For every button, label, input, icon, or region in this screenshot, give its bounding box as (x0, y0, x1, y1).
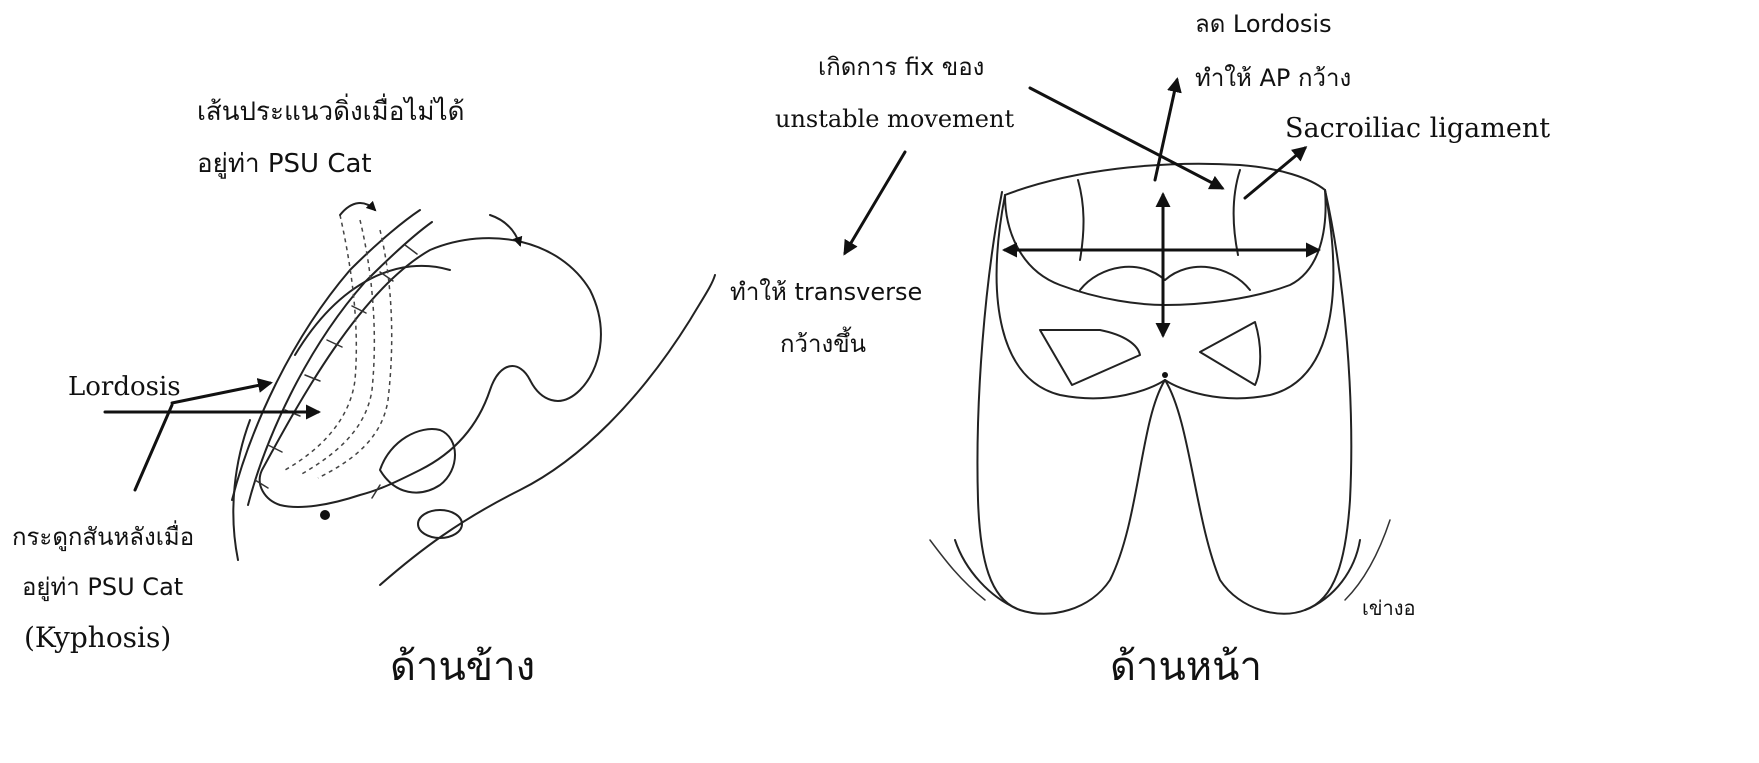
front-view-caption: ด้านหน้า (1110, 644, 1262, 690)
transverse-pointer-arrow (845, 152, 905, 253)
right-leg-outline (1165, 380, 1360, 614)
spine-label-3: (Kyphosis) (24, 621, 171, 654)
obturator-right (1200, 322, 1260, 385)
fix-label-2: unstable movement (775, 105, 1014, 133)
knee-ellipse (418, 510, 462, 538)
dashed-line-label-1: เส้นประแนวดิ่งเมื่อไม่ได้ (197, 93, 465, 127)
tilt-arrow (340, 203, 375, 215)
pelvic-bowl (1005, 190, 1326, 305)
lordosis-label-2: ทำให้ AP กว้าง (1195, 64, 1351, 92)
ilium-curve (380, 429, 455, 493)
ligament-label: Sacroiliac ligament (1285, 113, 1550, 144)
center-point (1162, 372, 1168, 378)
side-view-figure (232, 203, 715, 585)
lordosis-label: Lordosis (68, 372, 181, 402)
spine-label-1: กระดูกสันหลังเมื่อ (12, 520, 194, 552)
dashed-line-label-2: อยู่ท่า PSU Cat (197, 149, 372, 179)
si-line-right (1234, 170, 1240, 255)
obturator-left (1040, 330, 1140, 385)
sacral-tail (233, 420, 250, 560)
pelvis-outline (260, 238, 601, 507)
side-view-caption: ด้านข้าง (390, 644, 535, 690)
pubic-arch (1080, 267, 1250, 290)
transverse-label-1: ทำให้ transverse (730, 278, 922, 306)
left-inner-thigh (997, 195, 1165, 398)
ligament-pointer-arrow (1245, 148, 1305, 198)
fix-label-1: เกิดการ fix ของ (818, 53, 984, 81)
si-line-left (1078, 180, 1084, 260)
transverse-label-2: กว้างขึ้น (780, 326, 866, 358)
left-outer-leg (977, 192, 1020, 610)
iliac-crest (1005, 164, 1325, 195)
hip-joint (320, 510, 330, 520)
knee-label: เข่างอ (1362, 596, 1416, 620)
left-leg-outline (955, 380, 1165, 614)
spine-label-2: อยู่ท่า PSU Cat (22, 573, 183, 602)
right-inner-thigh (1165, 190, 1333, 398)
spine-segments (232, 210, 432, 505)
front-view-figure (930, 164, 1390, 614)
femur-line (380, 275, 715, 585)
right-knee-curve (1345, 520, 1390, 600)
right-outer-leg (1305, 190, 1351, 610)
lordosis-label-1: ลด Lordosis (1195, 10, 1332, 38)
fix-pointer-arrow (1030, 88, 1222, 188)
